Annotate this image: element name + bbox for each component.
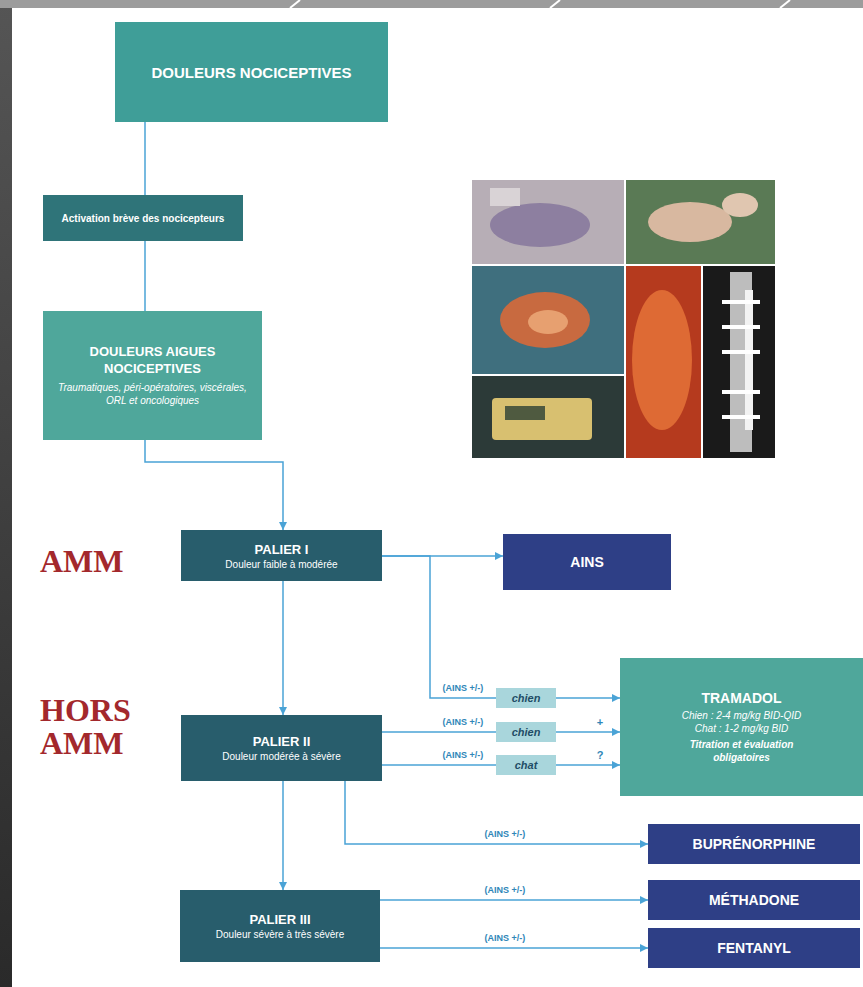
xray-screw [722, 325, 760, 329]
photo-detail [500, 292, 590, 348]
photo-collage [472, 180, 775, 458]
connector [382, 764, 496, 766]
frame-line [780, 0, 790, 8]
frame-strip [0, 0, 863, 8]
box-heading: DOULEURS AIGUES NOCICEPTIVES [51, 344, 254, 377]
box-heading: PALIER III [249, 912, 310, 927]
xray-screw [722, 300, 760, 304]
box-text: Titration et évaluation obligatoires [672, 738, 812, 765]
connector [382, 556, 496, 698]
box-heading: FENTANYL [717, 940, 791, 956]
process-box: PALIER II Douleur modérée à sévère [181, 715, 382, 781]
process-box: DOULEURS AIGUES NOCICEPTIVES Traumatiques… [43, 311, 262, 440]
xray-screw [722, 350, 760, 354]
process-box: PALIER I Douleur faible à modérée [181, 530, 382, 581]
photo-detail [490, 188, 520, 206]
box-heading: MÉTHADONE [709, 892, 799, 908]
process-box: TRAMADOL Chien : 2-4 mg/kg BID-QIDChat : … [620, 658, 863, 796]
connector [556, 764, 620, 766]
edge-label: (AINS +/-) [483, 934, 528, 944]
box-text: Douleur modérée à sévère [222, 751, 340, 762]
xray-plate [745, 290, 753, 430]
box-heading: chien [512, 692, 541, 704]
species-tag: chat [496, 755, 556, 775]
box-heading: PALIER II [253, 734, 311, 749]
photo-divider [472, 264, 775, 266]
connector [380, 899, 648, 901]
edge-label: ? [595, 749, 606, 761]
photo-tile [472, 180, 625, 265]
photo-tile [702, 265, 775, 458]
box-heading: DOULEURS NOCICEPTIVES [151, 64, 351, 81]
process-box: BUPRÉNORPHINE [648, 824, 860, 864]
connector [144, 241, 146, 311]
edge-label: (AINS +/-) [441, 718, 486, 728]
connector [282, 581, 284, 715]
photo-detail [505, 406, 545, 420]
category-label: HORS AMM [40, 694, 160, 759]
box-heading: AINS [570, 554, 603, 570]
photo-divider [472, 374, 625, 376]
box-text: Chat : 1-2 mg/kg BID [695, 722, 788, 736]
process-box: MÉTHADONE [648, 880, 860, 920]
connector [145, 440, 283, 530]
photo-divider [701, 265, 703, 458]
box-text: Traumatiques, péri-opératoires, viscéral… [51, 381, 254, 407]
species-tag: chien [496, 722, 556, 742]
photo-detail [490, 203, 590, 247]
process-box: PALIER III Douleur sévère à très sévère [180, 890, 380, 962]
box-heading: chien [512, 726, 541, 738]
xray-screw [722, 390, 760, 394]
connector [380, 947, 648, 949]
process-box: DOULEURS NOCICEPTIVES [115, 22, 388, 122]
photo-detail [722, 193, 758, 217]
photo-tile [472, 265, 625, 375]
photo-detail [528, 310, 568, 334]
connector [556, 731, 620, 733]
photo-tile [472, 375, 625, 458]
xray-screw [722, 415, 760, 419]
photo-detail [648, 202, 732, 242]
photo-detail [632, 290, 692, 430]
frame-line [290, 0, 300, 8]
xray-bone [730, 272, 752, 452]
box-heading: BUPRÉNORPHINE [693, 836, 816, 852]
box-heading: PALIER I [255, 542, 309, 557]
category-label: AMM [40, 545, 160, 578]
edge-label: (AINS +/-) [441, 684, 486, 694]
frame-line [550, 0, 560, 8]
edge-label: (AINS +/-) [483, 886, 528, 896]
edge-label: (AINS +/-) [441, 751, 486, 761]
connector [556, 697, 620, 699]
connector [282, 781, 284, 890]
photo-detail [492, 398, 592, 440]
edge-label: + [595, 716, 605, 728]
box-heading: chat [515, 759, 538, 771]
process-box: FENTANYL [648, 928, 860, 968]
process-box: Activation brève des nocicepteurs [43, 195, 243, 241]
box-heading: Activation brève des nocicepteurs [62, 212, 225, 225]
box-heading: TRAMADOL [701, 690, 781, 706]
connector [345, 781, 648, 844]
connector [144, 122, 146, 195]
photo-tile [625, 265, 702, 458]
photo-tile [625, 180, 775, 265]
process-box: AINS [503, 534, 671, 590]
photo-divider [624, 180, 626, 458]
box-text: Chien : 2-4 mg/kg BID-QID [682, 709, 801, 723]
box-text: Douleur faible à modérée [225, 559, 337, 570]
edge-label: (AINS +/-) [483, 830, 528, 840]
box-text: Douleur sévère à très sévère [216, 929, 344, 940]
frame-strip [0, 0, 12, 987]
connector [382, 731, 496, 733]
species-tag: chien [496, 688, 556, 708]
